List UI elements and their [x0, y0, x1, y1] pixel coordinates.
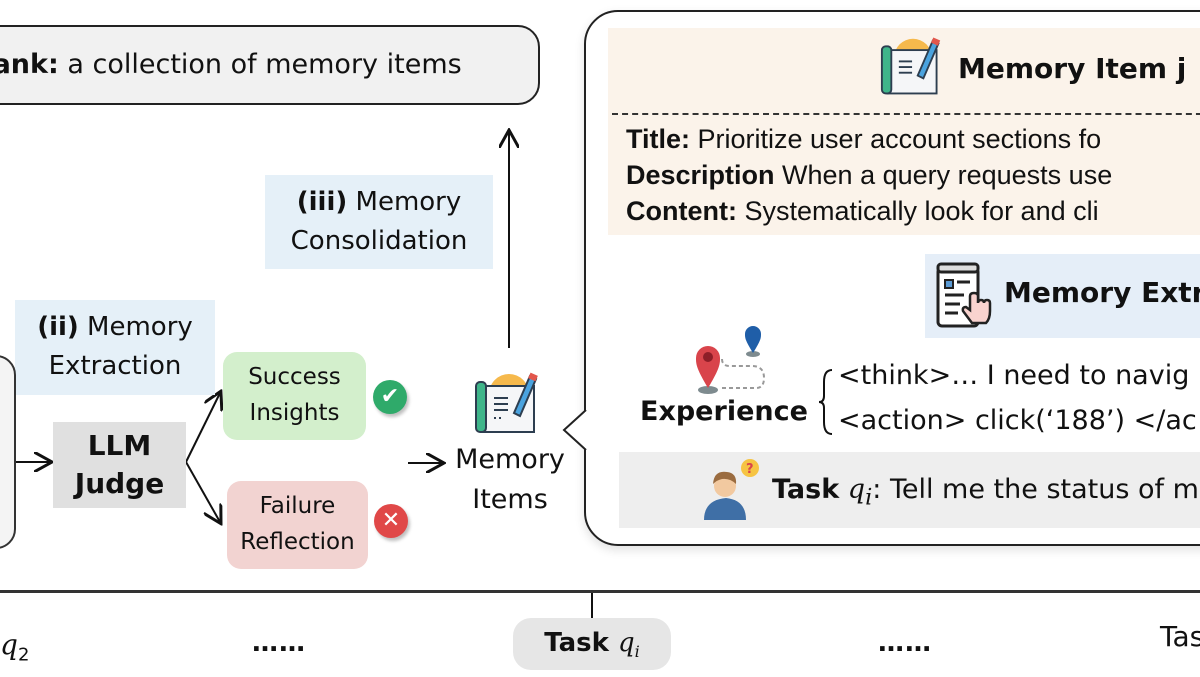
check-icon: ✔ — [373, 380, 407, 414]
success-line2: Insights — [249, 400, 340, 426]
task-text: : Tell me the status of m — [872, 474, 1199, 505]
memory-item-icon — [880, 37, 941, 95]
extraction-step: (ii) — [37, 312, 79, 342]
svg-text:?: ? — [746, 462, 754, 477]
consolidation-line1: Memory — [347, 187, 462, 217]
memory-items-line2: Items — [472, 484, 548, 515]
field-description-key: Description — [626, 160, 775, 190]
judge-success-arrow — [185, 393, 220, 463]
experience-brace — [818, 369, 833, 435]
extraction-line2: Extraction — [48, 351, 182, 381]
field-title: Title: Prioritize user account sections … — [626, 124, 1101, 155]
timeline-task-next: Tas — [1160, 620, 1200, 653]
failure-reflection-box: Failure Reflection — [227, 481, 368, 569]
memory-bank-text: a collection of memory items — [58, 49, 462, 80]
timeline-task-2-var: q — [0, 628, 18, 661]
field-title-key: Title: — [626, 124, 691, 154]
timeline-task-i-label: Task — [544, 628, 609, 658]
user-question-icon: ? — [704, 459, 759, 520]
timeline-task-2: q2 — [0, 628, 29, 666]
timeline-task-i-sub: i — [634, 642, 640, 662]
route-pins-icon — [696, 326, 766, 394]
document-pointer-icon — [936, 262, 992, 328]
field-title-value: Prioritize user account sections fo — [690, 124, 1102, 154]
judge-line2: Judge — [74, 467, 165, 500]
consolidation-label: (iii) Memory Consolidation — [265, 175, 493, 269]
failure-line2: Reflection — [240, 529, 355, 555]
task-var: q — [847, 474, 866, 505]
callout-pointer — [562, 409, 590, 451]
task-description: Task qi: Tell me the status of m — [772, 474, 1199, 510]
timeline-axis — [0, 590, 1200, 593]
memory-bank-box: Bank: a collection of memory items — [0, 25, 540, 105]
memory-extraction-label: Memory Extr — [1004, 276, 1200, 309]
experience-think-line: <think>… I need to navig — [838, 360, 1190, 391]
success-line1: Success — [248, 364, 341, 390]
cross-icon: ✕ — [374, 504, 408, 538]
field-content-value: Systematically look for and cli — [736, 196, 1099, 226]
memory-note-icon — [475, 372, 538, 433]
memory-bank-label: Bank: — [0, 49, 59, 80]
timeline-ellipsis-right: …… — [878, 628, 932, 658]
extraction-label: (ii) Memory Extraction — [15, 300, 215, 395]
llm-judge-box: LLM Judge — [53, 422, 186, 508]
dashed-divider — [612, 113, 1200, 115]
experience-label: Experience — [640, 396, 808, 427]
experience-action-line: <action> click(‘188’) </ac — [838, 405, 1197, 436]
extraction-line1: Memory — [78, 312, 193, 342]
judge-line1: LLM — [87, 429, 152, 462]
consolidation-line2: Consolidation — [290, 226, 468, 256]
task-label: Task — [772, 474, 840, 505]
trajectory-box — [0, 355, 16, 549]
failure-line1: Failure — [259, 493, 336, 519]
field-content: Content: Systematically look for and cli — [626, 196, 1099, 227]
field-description: Description When a query requests use — [626, 160, 1112, 191]
judge-failure-arrow — [185, 461, 220, 522]
timeline-task-i[interactable]: Task qi — [513, 618, 671, 670]
memory-item-title: Memory Item j — [958, 52, 1187, 85]
field-content-key: Content: — [626, 196, 737, 226]
timeline-task-2-sub: 2 — [17, 644, 30, 666]
task-sub: i — [865, 484, 873, 511]
success-insights-box: Success Insights — [223, 352, 366, 440]
timeline-task-i-var: q — [617, 628, 635, 658]
timeline-ellipsis-left: …… — [252, 628, 306, 658]
field-description-value: When a query requests use — [774, 160, 1113, 190]
memory-items-label: Memory Items — [440, 440, 580, 520]
memory-items-line1: Memory — [455, 444, 565, 475]
consolidation-step: (iii) — [296, 187, 348, 217]
